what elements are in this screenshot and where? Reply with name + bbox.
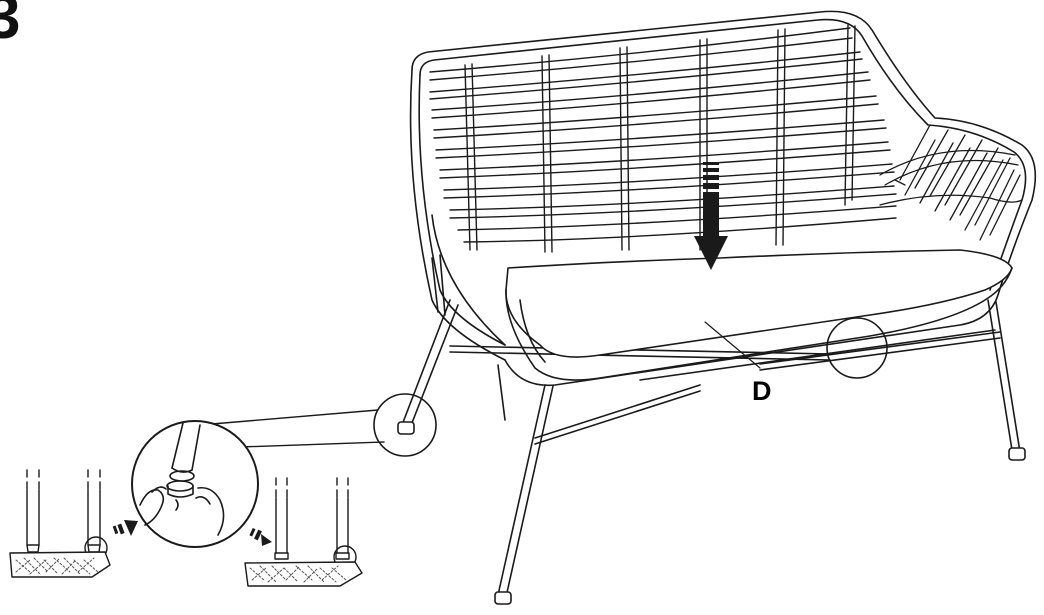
joint-detail-circle: [826, 317, 888, 379]
magnifier-circle-icon: [131, 420, 259, 548]
leg-on-floor-before: [9, 469, 111, 578]
step-number: 3: [0, 0, 21, 52]
leg-on-floor-after: [244, 477, 363, 587]
cushion-label: D: [752, 376, 772, 406]
right-armrest-weave: [879, 124, 1023, 241]
backrest-slats: [429, 24, 897, 253]
foot-detail-circle: [373, 393, 437, 457]
arrow-down-icon: [694, 162, 728, 270]
bench-legs: [397, 299, 1026, 605]
seat-cushion: D: [505, 249, 1013, 406]
double-arrow-right-icon: [112, 520, 272, 546]
